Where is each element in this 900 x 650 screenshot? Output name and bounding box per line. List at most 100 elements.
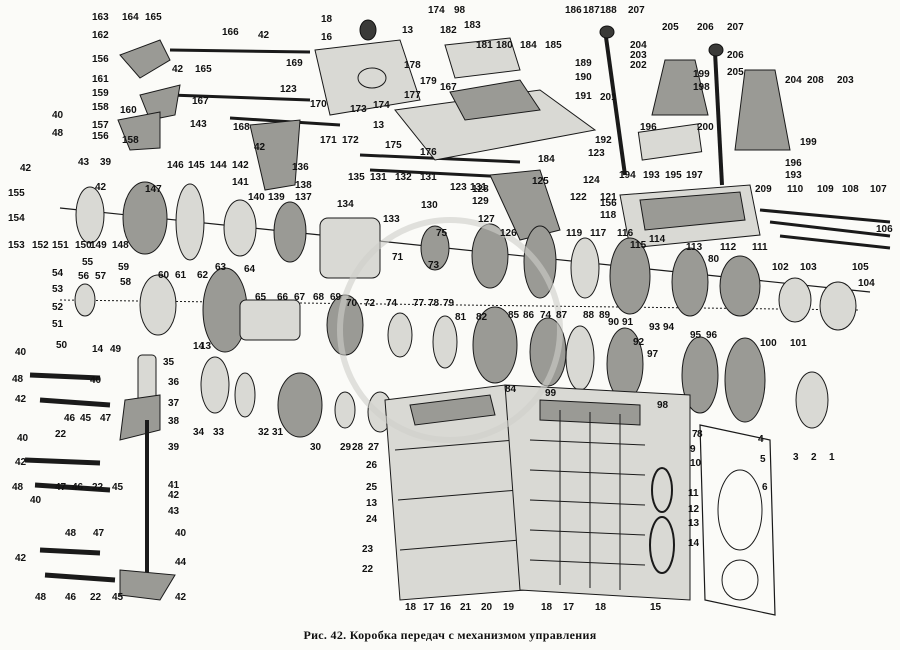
- part-label: 40: [175, 528, 187, 539]
- part-label: 123: [588, 148, 605, 159]
- part-label: 182: [440, 25, 457, 36]
- part-label: 18: [595, 602, 607, 613]
- part-label: 3: [793, 452, 799, 463]
- part-label: 13: [373, 120, 385, 131]
- part-label: 49: [110, 344, 122, 355]
- part-label: 196: [785, 158, 802, 169]
- part-label: 37: [168, 398, 180, 409]
- part-label: 152: [32, 240, 49, 251]
- part-label: 42: [15, 457, 27, 468]
- part-label: 91: [622, 317, 634, 328]
- part-label: 43: [168, 506, 180, 517]
- part-label: 10: [690, 458, 702, 469]
- part-label: 156: [600, 198, 617, 209]
- part-label: 47: [100, 413, 112, 424]
- counter-shaft-axis: [59, 299, 861, 311]
- part-label: 44: [175, 557, 187, 568]
- part-label: 145: [188, 160, 205, 171]
- part-label: 97: [647, 349, 659, 360]
- part-label: 30: [310, 442, 322, 453]
- part-label: 42: [254, 142, 266, 153]
- part-label: 164: [122, 12, 139, 23]
- part-label: 51: [52, 319, 64, 330]
- part-label: 89: [599, 310, 611, 321]
- part-label: 52: [52, 302, 64, 313]
- part-label: 101: [790, 338, 807, 349]
- part-label: 12: [688, 504, 700, 515]
- part-label: 129: [472, 196, 489, 207]
- part-label: 117: [590, 228, 607, 239]
- part-label: 192: [595, 135, 612, 146]
- part-label: 207: [727, 22, 744, 33]
- part-label: 133: [383, 214, 400, 225]
- part-label: 141: [232, 177, 249, 188]
- gearbox-housing-front: [384, 384, 526, 601]
- part-label: 42: [168, 490, 180, 501]
- part-label: 200: [697, 122, 714, 133]
- part-label: 102: [772, 262, 789, 273]
- part-label: 131: [470, 182, 487, 193]
- part-label: 107: [870, 184, 887, 195]
- part-label: 61: [175, 270, 187, 281]
- part-label: 13: [688, 518, 700, 529]
- part-label: 42: [20, 163, 32, 174]
- part-label: 158: [92, 102, 109, 113]
- part-label: 71: [392, 252, 404, 263]
- main-shaft-gears: [75, 181, 857, 331]
- part-label: 13: [402, 25, 414, 36]
- link-rods: [24, 372, 116, 583]
- part-label: 31: [272, 427, 284, 438]
- part-label: 168: [233, 122, 250, 133]
- part-label: 138: [295, 180, 312, 191]
- part-label: 22: [55, 429, 67, 440]
- part-label: 176: [420, 147, 437, 158]
- part-label: 159: [92, 88, 109, 99]
- part-label: 48: [65, 528, 77, 539]
- part-label: 173: [350, 104, 367, 115]
- linkage-column: [119, 354, 176, 601]
- part-label: 114: [649, 234, 666, 245]
- part-label: 5: [760, 454, 766, 465]
- part-label: 103: [800, 262, 817, 273]
- part-label: 59: [118, 262, 130, 273]
- part-label: 148: [112, 240, 129, 251]
- part-label: 43: [78, 157, 90, 168]
- part-label: 181: [476, 40, 493, 51]
- part-label: 26: [366, 460, 378, 471]
- part-label: 14: [92, 344, 104, 355]
- part-label: 39: [100, 157, 112, 168]
- part-label: 147: [145, 184, 162, 195]
- part-label: 174: [428, 5, 445, 16]
- part-label: 180: [496, 40, 513, 51]
- part-label: 45: [80, 413, 92, 424]
- part-label: 123: [280, 84, 297, 95]
- part-label: 45: [112, 592, 124, 603]
- part-label: 156: [92, 131, 109, 142]
- part-label: 202: [630, 60, 647, 71]
- part-label: 136: [292, 162, 309, 173]
- part-label: 56: [78, 271, 90, 282]
- part-label: 155: [8, 188, 25, 199]
- part-label: 16: [321, 32, 333, 43]
- part-label: 198: [693, 82, 710, 93]
- part-label: 190: [575, 72, 592, 83]
- part-label: 79: [443, 298, 455, 309]
- part-label: 208: [807, 75, 824, 86]
- part-label: 146: [167, 160, 184, 171]
- shift-housing: [394, 37, 597, 161]
- part-label: 21: [460, 602, 472, 613]
- part-label: 151: [52, 240, 69, 251]
- part-label: 113: [686, 242, 703, 253]
- part-label: 172: [342, 135, 359, 146]
- part-label: 209: [755, 184, 772, 195]
- part-label: 47: [93, 528, 105, 539]
- part-label: 191: [575, 91, 592, 102]
- part-label: 105: [852, 262, 869, 273]
- part-label: 135: [348, 172, 365, 183]
- part-label: 72: [364, 298, 376, 309]
- part-label: 169: [286, 58, 303, 69]
- part-label: 111: [752, 242, 768, 253]
- part-label: 131: [420, 172, 437, 183]
- part-label: 25: [366, 482, 378, 493]
